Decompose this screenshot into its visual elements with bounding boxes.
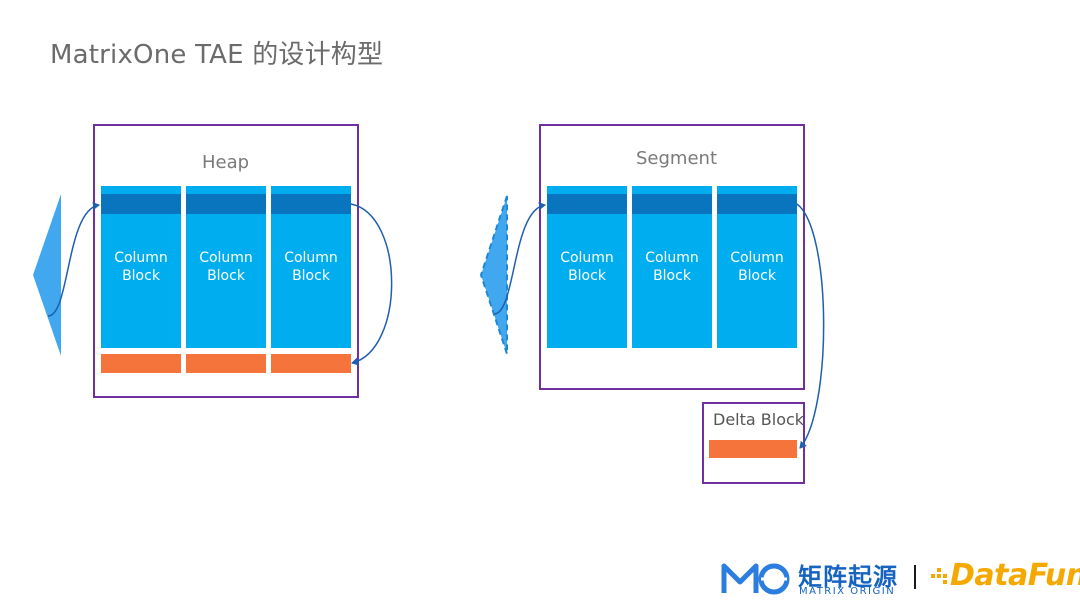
column-header-bar — [717, 194, 797, 214]
column-block-label: Column Block — [560, 250, 614, 284]
segment-pointer-arrow — [493, 201, 546, 315]
heap-pointer-shape — [33, 194, 61, 356]
segment-frame — [539, 124, 805, 390]
datafun-dots-icon — [931, 568, 947, 584]
column-header-bar — [271, 194, 351, 214]
column-block-label: Column Block — [114, 250, 168, 284]
segment-delta-arrow — [796, 203, 825, 449]
heap-frame — [93, 124, 359, 398]
heap-pointer-arrow — [47, 201, 100, 317]
column-header-bar — [632, 194, 712, 214]
heap-delta-bar-2 — [186, 354, 266, 373]
matrix-origin-en-logo-text: MATRIX ORIGIN — [799, 586, 896, 597]
column-header-bar — [101, 194, 181, 214]
logo-separator — [914, 565, 916, 589]
segment-pointer-shape — [479, 195, 508, 355]
column-block-label: Column Block — [730, 250, 784, 284]
column-header-bar — [547, 194, 627, 214]
column-block-label: Column Block — [199, 250, 253, 284]
column-block-label: Column Block — [284, 250, 338, 284]
heap-label: Heap — [202, 152, 250, 173]
matrix-origin-logo-icon — [721, 563, 790, 595]
heap-column-block-3: Column Block — [271, 186, 351, 348]
heap-loop-arrow — [350, 203, 393, 366]
heap-delta-bar-1 — [101, 354, 181, 373]
column-header-bar — [186, 194, 266, 214]
matrix-origin-cn-logo-text: 矩阵起源 — [798, 563, 898, 591]
column-block-label: Column Block — [645, 250, 699, 284]
segment-label: Segment — [636, 148, 717, 169]
delta-block-bar — [709, 440, 797, 458]
heap-column-block-1: Column Block — [101, 186, 181, 348]
segment-column-block-2: Column Block — [632, 186, 712, 348]
heap-delta-bar-3 — [271, 354, 351, 373]
page-title: MatrixOne TAE 的设计构型 — [50, 40, 384, 70]
delta-block-label: Delta Block — [713, 410, 805, 429]
datafun-logo-text: DataFun. — [950, 558, 1080, 593]
heap-column-block-2: Column Block — [186, 186, 266, 348]
segment-column-block-3: Column Block — [717, 186, 797, 348]
segment-column-block-1: Column Block — [547, 186, 627, 348]
